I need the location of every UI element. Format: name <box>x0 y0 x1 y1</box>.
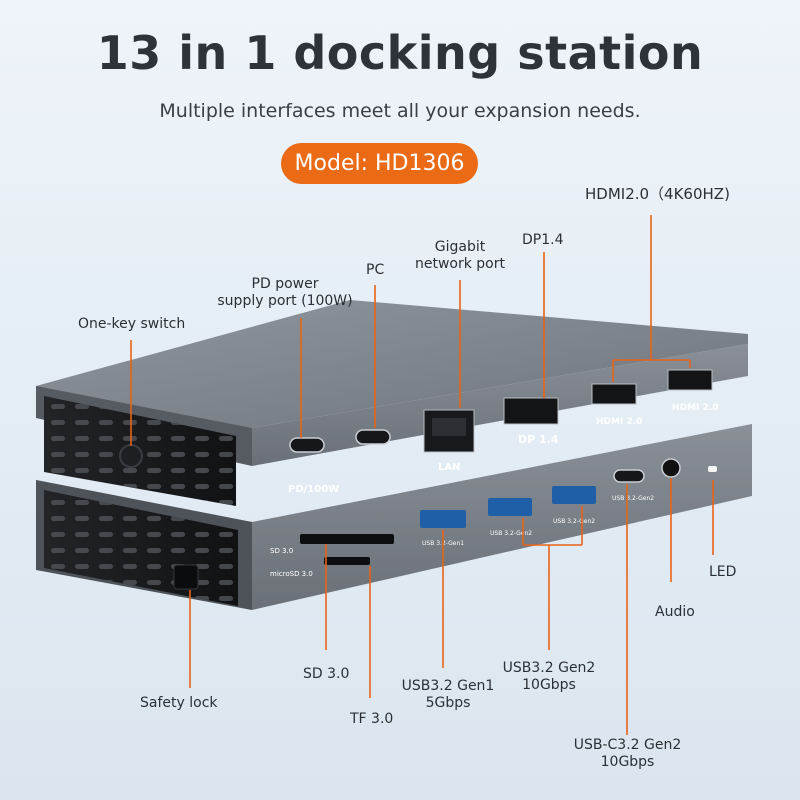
callout-audio: Audio <box>655 604 695 620</box>
device-label-dp: DP 1.4 <box>518 433 559 446</box>
callout-gigabit: Gigabit network port <box>405 239 515 273</box>
device-label-usb-gen2-a: USB 3.2-Gen2 <box>490 530 532 537</box>
callout-usb32-gen1: USB3.2 Gen1 5Gbps <box>393 678 503 712</box>
callout-tf: TF 3.0 <box>350 711 394 727</box>
callout-onekey: One-key switch <box>78 316 186 332</box>
callout-usb32-gen2-line2: 10Gbps <box>522 677 576 693</box>
one-key-switch <box>119 444 143 468</box>
hdmi-port-1 <box>591 383 637 405</box>
device-label-usb-gen2-b: USB 3.2-Gen2 <box>553 518 595 525</box>
tf-slot <box>324 557 370 565</box>
pc-port <box>355 429 391 445</box>
dp-port <box>503 397 559 425</box>
callout-safety-lock: Safety lock <box>140 695 218 711</box>
callout-lines <box>130 215 714 735</box>
callout-usb32-gen1-line2: 5Gbps <box>425 695 471 711</box>
callout-usbc32-gen2: USB-C3.2 Gen2 10Gbps <box>565 737 690 771</box>
callout-usb32-gen2: USB3.2 Gen2 10Gbps <box>494 660 604 694</box>
callout-usb32-gen1-line1: USB3.2 Gen1 <box>401 678 495 694</box>
sd-slot <box>300 534 394 544</box>
callout-usbc32-gen2-line2: 10Gbps <box>600 754 655 770</box>
device-label-lan: LAN <box>438 462 460 473</box>
pd-port <box>289 437 325 453</box>
usb-a-gen2-port-1 <box>488 498 532 516</box>
callout-gigabit-line2: network port <box>414 256 505 272</box>
led-indicator <box>708 466 717 472</box>
callout-usbc32-gen2-line1: USB-C3.2 Gen2 <box>573 737 682 753</box>
device-label-microsd: microSD 3.0 <box>270 570 313 578</box>
callout-usb32-gen2-line1: USB3.2 Gen2 <box>502 660 596 676</box>
hdmi-port-2 <box>667 369 713 391</box>
device-label-pd: PD/100W <box>288 484 339 495</box>
safety-lock <box>173 564 199 590</box>
callout-pd: PD power supply port (100W) <box>210 276 360 310</box>
model-badge: Model: HD1306 <box>281 143 478 184</box>
page-subtitle: Multiple interfaces meet all your expans… <box>159 100 641 122</box>
page-title: 13 in 1 docking station <box>96 26 704 80</box>
device-label-usbc-gen2: USB 3.2-Gen2 <box>612 495 654 502</box>
device-label-hdmi-2: HDMI 2.0 <box>672 403 718 413</box>
callout-pd-line1: PD power <box>251 276 319 292</box>
usb-a-gen2-port-2 <box>552 486 596 504</box>
callout-gigabit-line1: Gigabit <box>434 239 486 255</box>
device-label-sd: SD 3.0 <box>270 547 293 555</box>
usb-a-gen1-port <box>420 510 466 528</box>
callout-led: LED <box>709 564 737 580</box>
callout-pd-line2: supply port (100W) <box>217 293 353 309</box>
usb-c-gen2-port <box>613 469 645 483</box>
callout-dp: DP1.4 <box>522 232 564 248</box>
callout-sd: SD 3.0 <box>303 666 350 682</box>
audio-jack <box>661 458 681 478</box>
callout-pc: PC <box>366 262 385 278</box>
device-label-hdmi-1: HDMI 2.0 <box>596 417 642 427</box>
callout-hdmi: HDMI2.0（4K60HZ) <box>585 185 730 203</box>
